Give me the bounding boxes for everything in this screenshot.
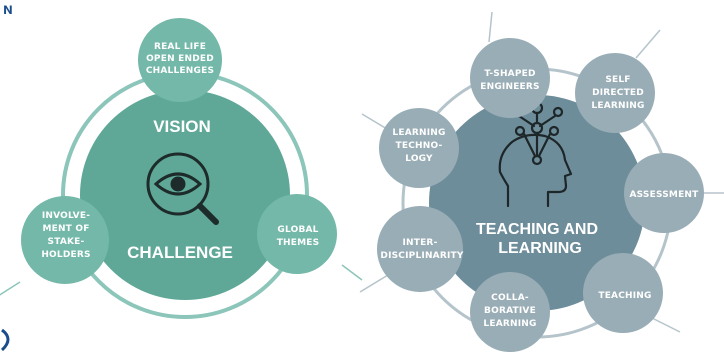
node-label: TEACHING (598, 291, 651, 301)
node-label: MENT OF (42, 224, 89, 234)
node-label: CHALLENGES (146, 66, 214, 76)
teaching-learning-diagram: TEACHING AND LEARNING T-SHAPED ENGINEERS… (359, 11, 724, 352)
node-label: DIRECTED (592, 88, 644, 98)
node-label: OPEN ENDED (146, 54, 214, 64)
center-circle (429, 95, 645, 311)
connector-line (635, 29, 661, 59)
node-label: DISCIPLINARITY (380, 251, 463, 261)
node-label: THEMES (277, 238, 320, 248)
node-label: INVOLVE- (42, 211, 90, 221)
node-circle (470, 38, 550, 118)
node-label: ENGINEERS (480, 82, 539, 92)
node-involvement-of-stakeholders: INVOLVE- MENT OF STAKE- HOLDERS (21, 196, 109, 284)
node-circle (379, 108, 459, 188)
node-circle (583, 253, 663, 333)
edge-fragment-bottom (0, 328, 10, 352)
node-label: LEARNING (392, 128, 445, 138)
node-assessment: ASSESSMENT (624, 153, 704, 233)
node-interdisciplinarity: INTER- DISCIPLINARITY (377, 206, 464, 292)
node-label: ASSESSMENT (629, 190, 699, 200)
node-circle (21, 196, 109, 284)
node-self-directed-learning: SELF DIRECTED LEARNING (575, 53, 655, 133)
node-circle (575, 53, 655, 133)
node-circle (470, 272, 550, 352)
node-t-shaped-engineers: T-SHAPED ENGINEERS (470, 38, 550, 118)
connector-line (0, 281, 21, 296)
vision-title: VISION (153, 117, 211, 136)
connector-line (651, 317, 681, 333)
eye-magnifier-icon (146, 152, 219, 225)
center-circle (80, 90, 290, 300)
teaching-learning-title-line1: TEACHING AND (476, 221, 598, 238)
node-label: COLLA- (491, 293, 529, 303)
challenge-title: CHALLENGE (127, 243, 233, 262)
node-label: LOGY (405, 154, 433, 164)
node-circle (138, 18, 222, 102)
node-label: SELF (605, 75, 630, 85)
node-circle (377, 206, 463, 292)
node-circle (257, 194, 337, 274)
connector-line (359, 274, 389, 293)
node-collaborative-learning: COLLA- BORATIVE LEARNING (470, 272, 550, 352)
node-real-life-challenges: REAL LIFE OPEN ENDED CHALLENGES (138, 18, 222, 102)
edge-fragment-top: ɴ (3, 1, 13, 18)
node-label: TECHNO- (396, 141, 443, 151)
node-circle (624, 153, 704, 233)
node-teaching: TEACHING (583, 253, 663, 333)
connector-line (341, 264, 363, 281)
node-label: BORATIVE (484, 306, 536, 316)
teaching-learning-title-line2: LEARNING (498, 240, 582, 257)
node-learning-technology: LEARNING TECHNO- LOGY (379, 108, 459, 188)
node-label: STAKE- (48, 237, 85, 247)
node-label: LEARNING (591, 101, 644, 111)
node-global-themes: GLOBAL THEMES (257, 194, 337, 274)
node-label: T-SHAPED (484, 69, 535, 79)
node-label: HOLDERS (41, 250, 90, 260)
node-label: INTER- (402, 238, 437, 248)
node-label: GLOBAL (277, 225, 318, 235)
vision-challenge-diagram: VISION CHALLENGE REAL LIFE OPEN ENDED CH… (0, 18, 363, 319)
connector-line (488, 11, 493, 43)
node-label: REAL LIFE (154, 42, 206, 52)
node-label: LEARNING (483, 319, 536, 329)
